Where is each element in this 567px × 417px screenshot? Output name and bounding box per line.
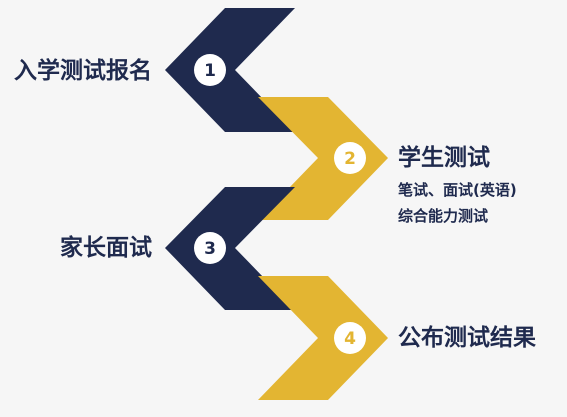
step-2-title: 学生测试	[398, 145, 490, 171]
chevron-step-4	[258, 276, 388, 400]
step-4-circle	[334, 322, 366, 354]
step-3-title: 家长面试	[60, 235, 152, 261]
step-4-number: 4	[344, 329, 356, 349]
step-2-circle	[334, 142, 366, 174]
step-2-number: 2	[344, 149, 356, 169]
step-1-number: 1	[204, 61, 216, 81]
step-2-detail-2: 综合能力测试	[398, 207, 489, 225]
step-2-detail-1: 笔试、面试(英语)	[398, 181, 517, 199]
step-3-number: 3	[204, 239, 216, 259]
step-3-circle	[194, 232, 226, 264]
step-1-circle	[194, 54, 226, 86]
step-4-title: 公布测试结果	[398, 325, 536, 351]
step-1-title: 入学测试报名	[14, 58, 152, 84]
